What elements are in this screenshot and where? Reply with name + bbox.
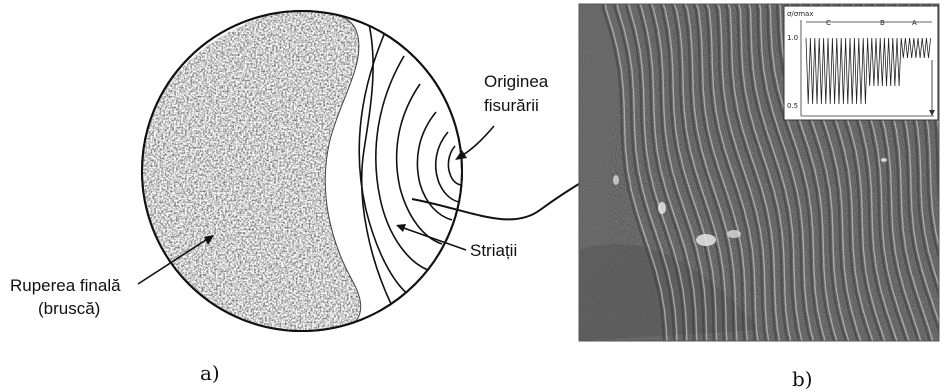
caption-a: a): [200, 361, 220, 385]
final-rupture-label-line2: (bruscă): [38, 299, 100, 318]
panel-b: σ/σmax 1.0 0.5 C B A b): [579, 0, 950, 391]
origin-label-line2: fisurării: [484, 96, 539, 115]
origin-label-line1: Originea: [484, 72, 549, 91]
panel-a: Originea fisurării Striații Ruperea fina…: [10, 8, 658, 385]
inset-segment-b: B: [880, 19, 885, 27]
final-rupture-label-line1: Ruperea finală: [10, 276, 121, 295]
inset-y-label: σ/σmax: [787, 10, 813, 18]
inset-segment-a: A: [912, 19, 917, 27]
inset-tick-top: 1.0: [787, 34, 798, 42]
inset-segment-c: C: [826, 19, 831, 27]
striations-label: Striații: [470, 241, 517, 260]
inset-tick-bottom: 0.5: [787, 102, 798, 110]
striation-ridge-highlight: [944, 0, 950, 350]
caption-b: b): [792, 367, 813, 391]
striation-ridge: [941, 0, 950, 350]
loading-spectrum-inset: σ/σmax 1.0 0.5 C B A: [784, 6, 938, 120]
